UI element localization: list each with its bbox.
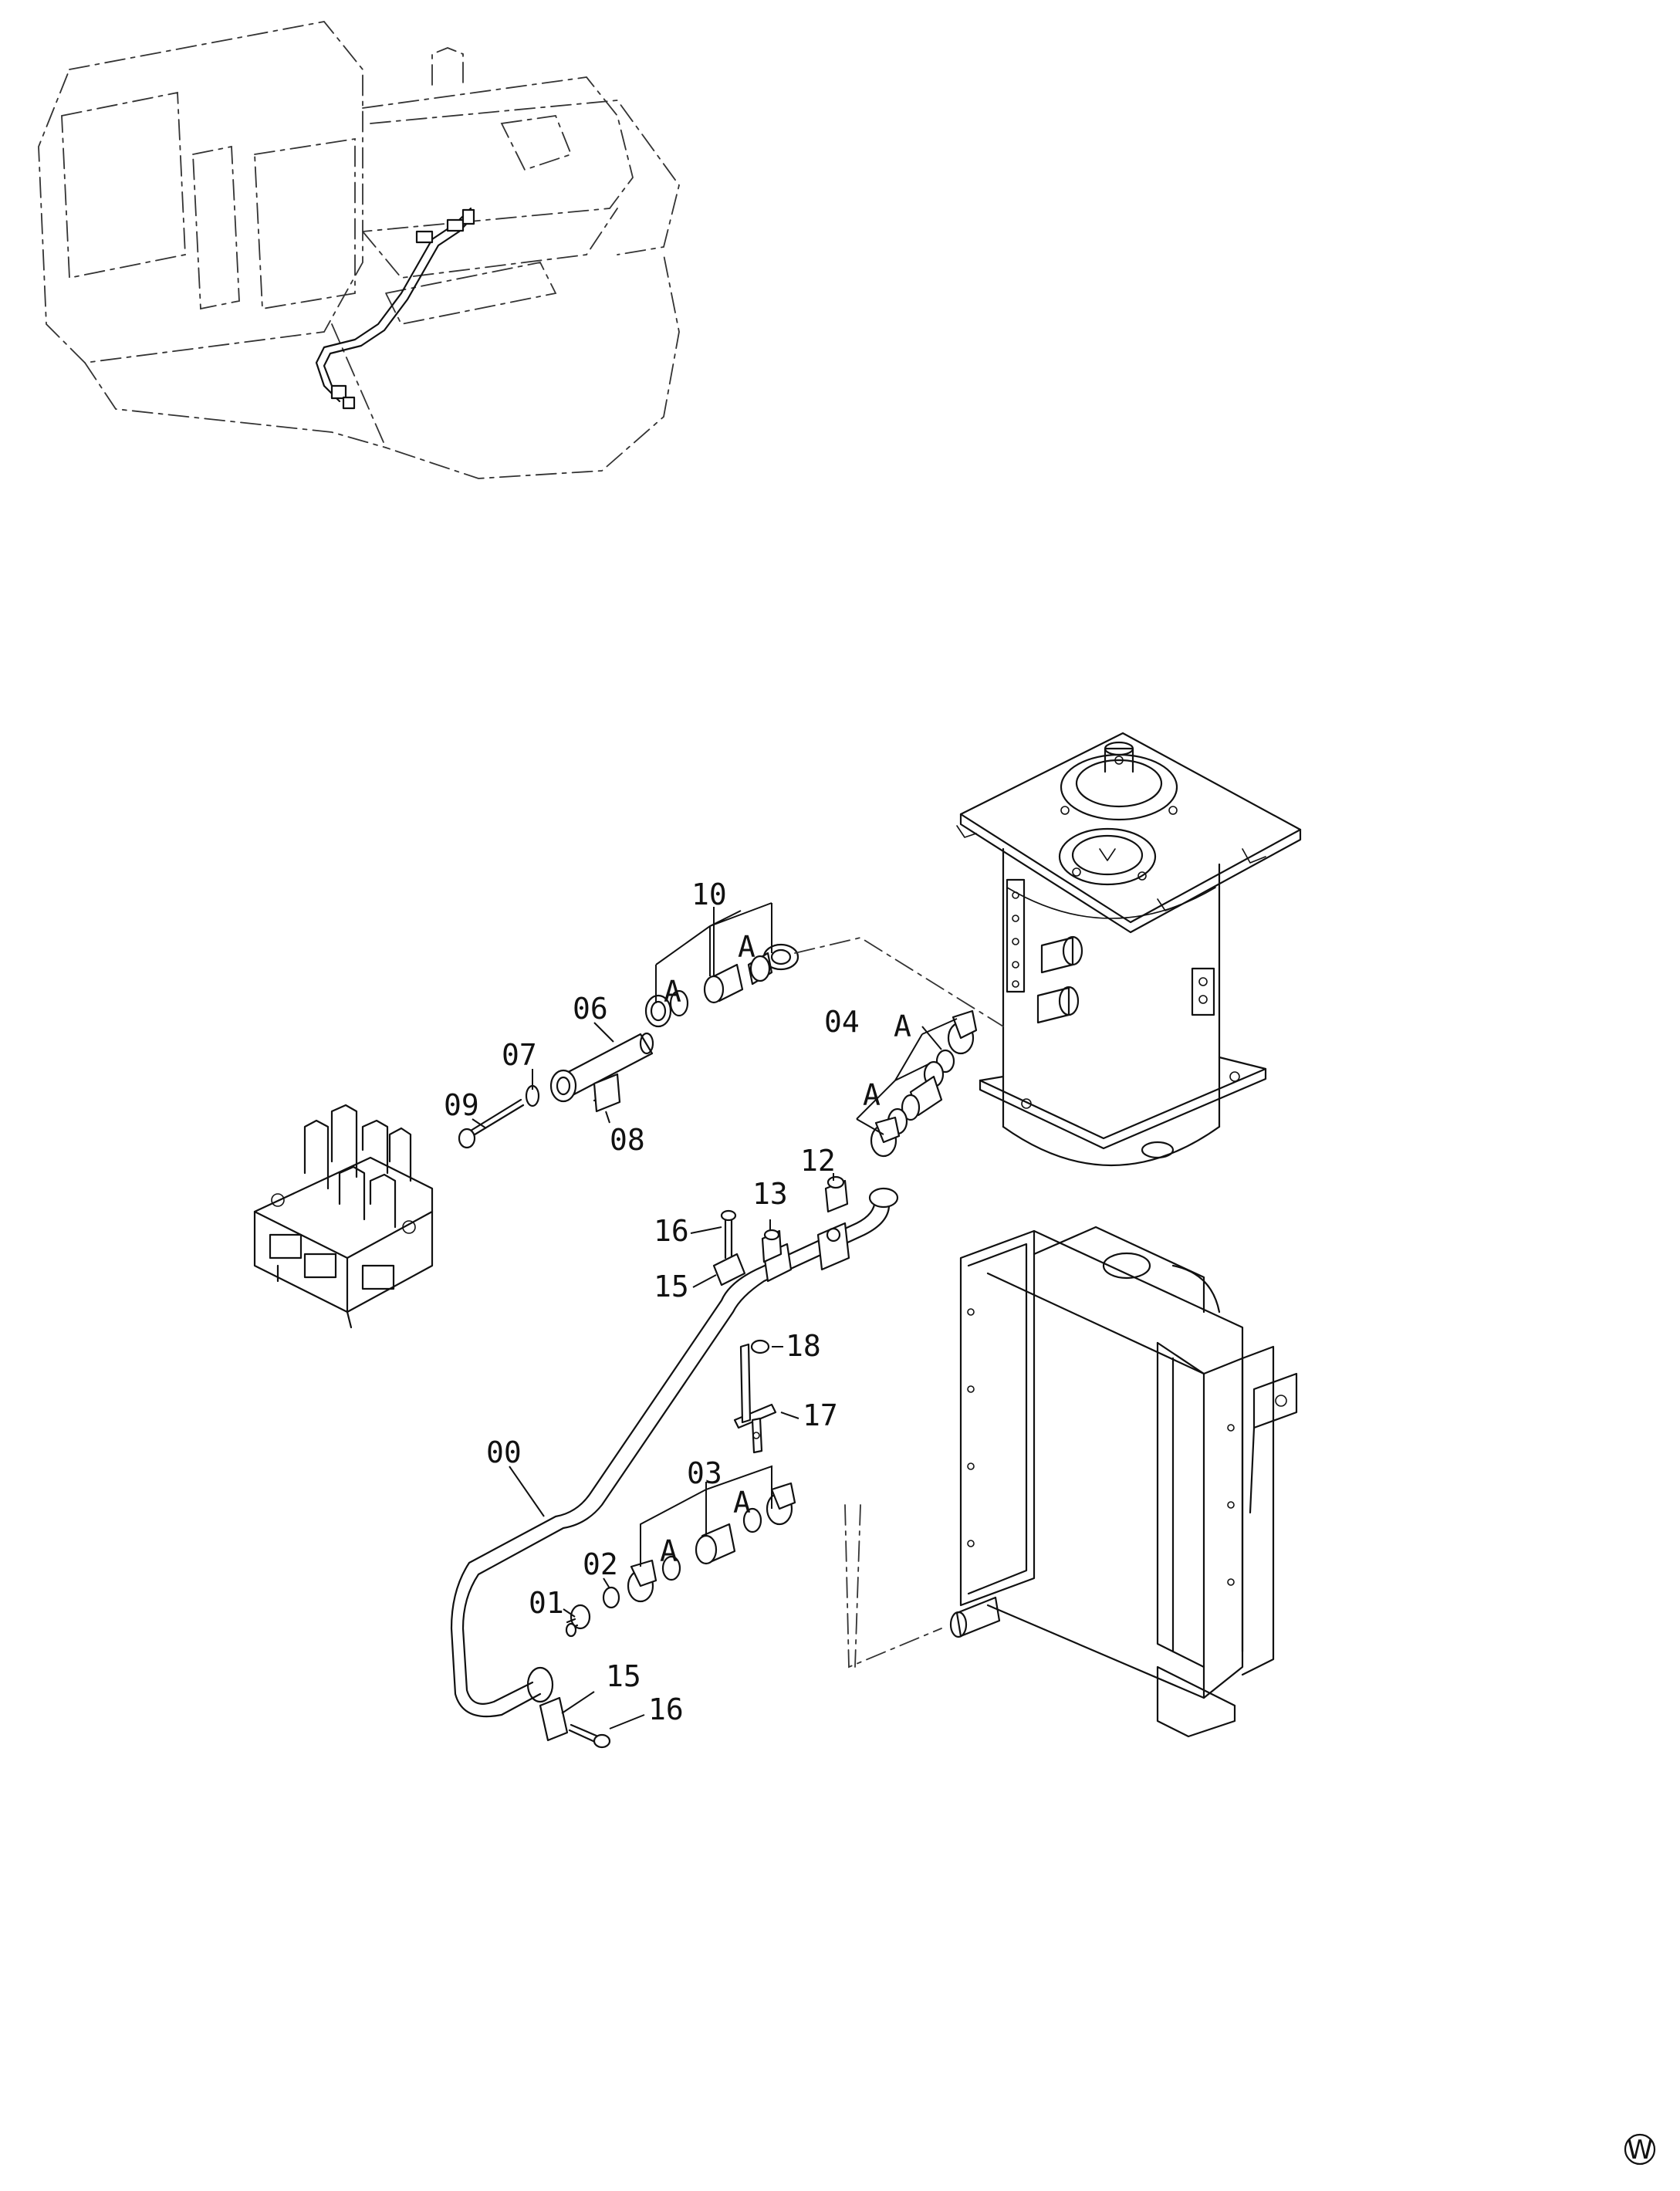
leader-lines [472,902,958,1729]
corner-symbol: W [1627,2135,1653,2166]
callout-01: 01 [529,1586,564,1620]
callout-04: 04 [824,1005,860,1039]
control-valve [253,1104,434,1329]
callout-00: 00 [486,1435,522,1469]
callout-12: 12 [800,1144,836,1178]
connection-lines [794,937,1004,1669]
parts-01-02 [565,1586,620,1638]
hydraulic-tank [956,732,1302,1167]
clamps-and-bolts [539,1175,849,1749]
callout-07: 07 [502,1038,537,1072]
callout-17: 17 [803,1398,838,1432]
callout-10: 10 [691,877,727,911]
radiator-cooler [949,1226,1298,1738]
callout-18: 18 [786,1329,821,1363]
callout-16-top: 16 [654,1214,689,1248]
callout-a3: A [894,1009,911,1043]
callout-15-top: 15 [654,1270,689,1303]
callout-16-bottom: 16 [648,1692,684,1726]
callout-03: 03 [687,1456,722,1490]
callout-09: 09 [444,1088,479,1122]
callout-a6: A [660,1534,678,1568]
pipe-assembly [450,1187,899,1718]
fitting-group-03 [627,1482,796,1603]
callout-labels: 10 A A 06 07 08 09 04 A A 12 13 16 15 18… [444,877,911,1726]
callout-a4: A [863,1078,881,1112]
callout-a5: A [733,1486,751,1520]
callout-13: 13 [752,1177,788,1211]
corner-symbol-badge: W [1624,2133,1656,2166]
callout-a1: A [664,975,681,1009]
callout-15-bottom: 15 [606,1659,641,1693]
callout-02: 02 [583,1547,618,1581]
fitting-group-10 [644,943,799,1028]
callout-06: 06 [573,992,608,1026]
fitting-group-04 [870,1009,978,1158]
parts-06-09 [458,1032,654,1149]
excavator-overview [38,21,680,479]
callout-08: 08 [610,1123,645,1157]
callout-a2: A [738,930,755,964]
